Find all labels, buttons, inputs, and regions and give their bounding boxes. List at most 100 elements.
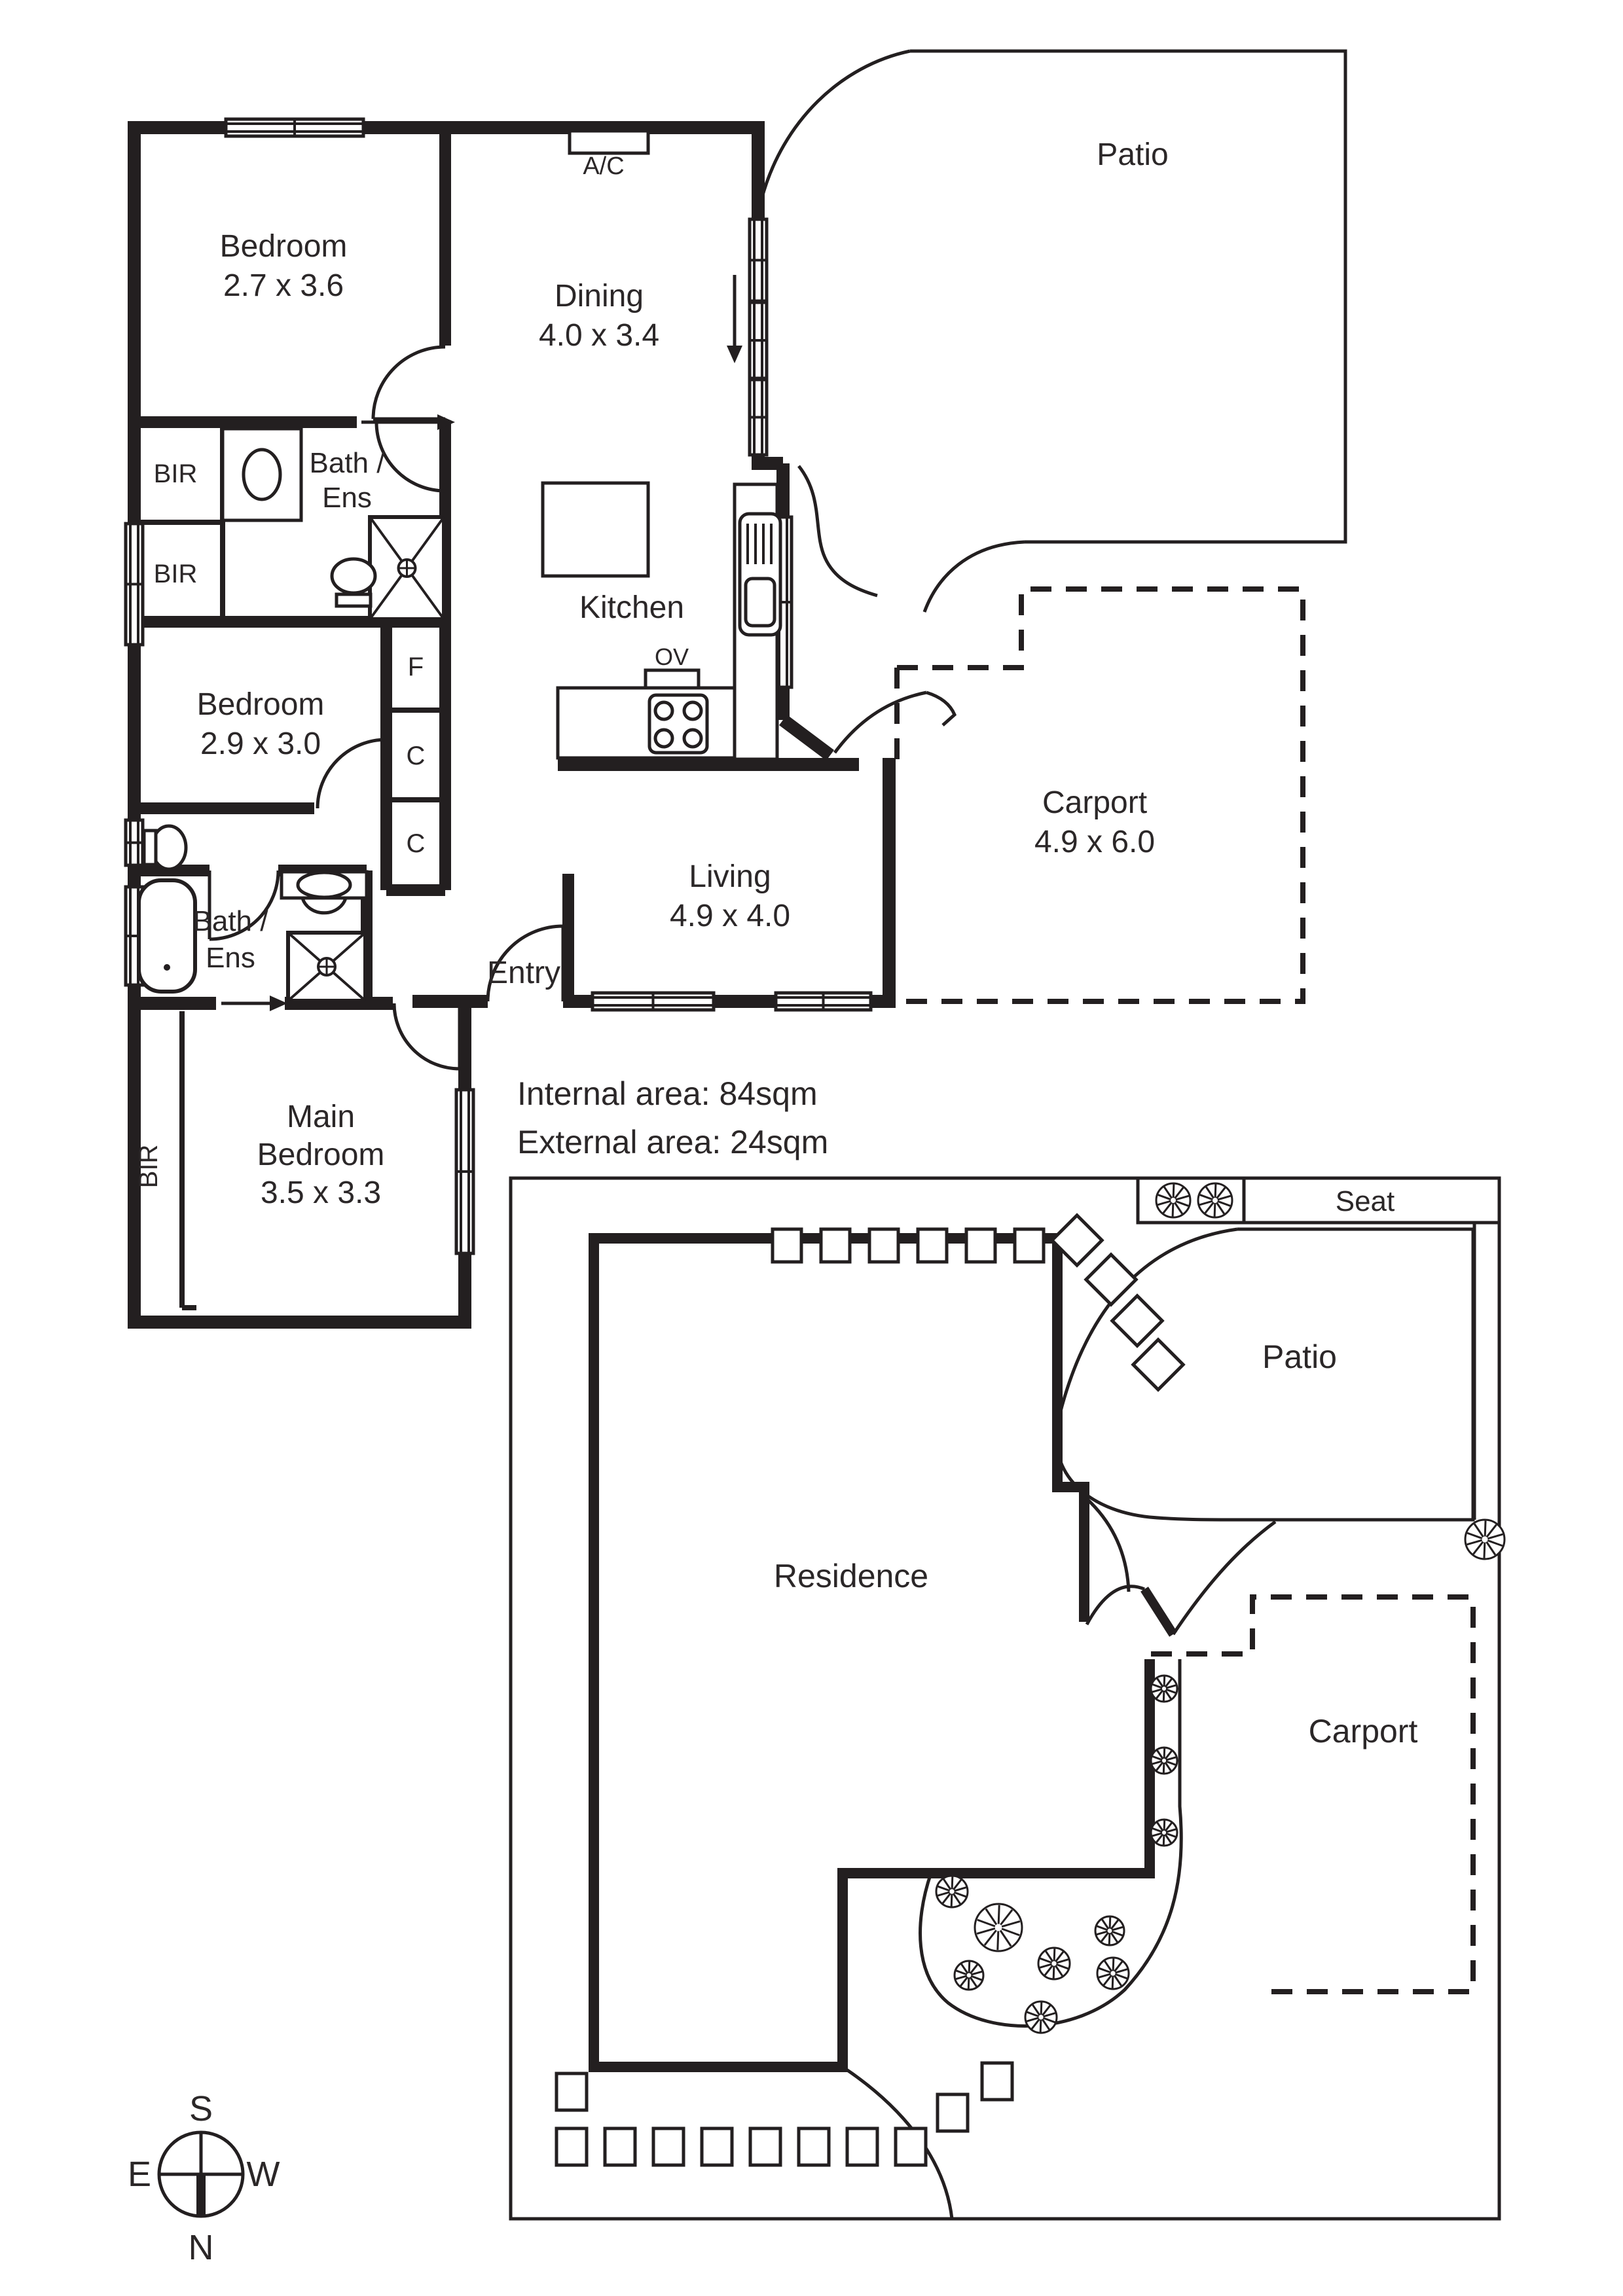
compass-west: W	[247, 2155, 280, 2194]
entry-arrow-icon	[437, 414, 455, 430]
tree-icon	[1162, 1762, 1165, 1774]
paver-icon	[1131, 1337, 1186, 1392]
tree-icon	[1165, 1832, 1176, 1838]
tree-icon	[1217, 1200, 1231, 1207]
tree-icon	[1055, 1963, 1068, 1970]
tree-icon	[1173, 1202, 1184, 1215]
paver-icon	[1084, 1252, 1139, 1307]
tree-icon	[1165, 1760, 1176, 1766]
paver-icon	[1049, 1213, 1104, 1268]
tree-icon	[1115, 1968, 1128, 1974]
tree-icon	[953, 1891, 966, 1898]
tree-icon	[1039, 1963, 1052, 1969]
carport-plan-dims: 4.9 x 6.0	[1034, 825, 1155, 859]
tree-icon	[1096, 1930, 1108, 1936]
external-area-text: External area: 24sqm	[517, 1124, 828, 1160]
tree-icon	[969, 1976, 977, 1988]
tree-icon	[1472, 1541, 1484, 1555]
tree-icon	[1096, 1956, 1130, 1990]
tree-icon	[1164, 1833, 1172, 1844]
bedroom2-dims: 2.9 x 3.0	[200, 726, 321, 761]
basin-icon	[301, 897, 348, 915]
tree-icon	[1174, 1187, 1184, 1199]
tree-icon	[1164, 1689, 1172, 1700]
toilet-tank	[142, 829, 158, 867]
tree-icon	[1487, 1539, 1503, 1547]
carport-plan-label: Carport	[1042, 785, 1147, 820]
tree-icon	[1150, 1674, 1178, 1703]
tree-icon	[1056, 1958, 1069, 1964]
tree-icon	[1155, 1182, 1192, 1219]
tree-icon	[1001, 1920, 1021, 1928]
tree-icon	[985, 1908, 998, 1926]
bath2-label1: Bath /	[193, 905, 269, 937]
tree-icon	[1156, 1821, 1164, 1832]
ac-unit-box	[568, 129, 650, 155]
paver-icon	[916, 1227, 949, 1264]
tree-icon	[1199, 1194, 1213, 1201]
compass-south: S	[189, 2089, 213, 2128]
tree-icon	[1156, 1689, 1164, 1699]
tree-icon	[1052, 1965, 1055, 1979]
tree-icon	[1042, 2005, 1051, 2017]
tree-icon	[1486, 1524, 1497, 1538]
tree-icon	[1164, 1750, 1173, 1760]
bir1-label: BIR	[154, 459, 198, 488]
tree-icon	[1163, 1748, 1166, 1759]
paver-icon	[555, 2072, 589, 2112]
paver-icon	[1110, 1293, 1165, 1348]
paver-icon	[771, 1227, 803, 1264]
tree-icon	[1096, 1925, 1108, 1931]
bathtub-icon	[137, 878, 197, 994]
room-labels: Bedroom 2.7 x 3.6 Dining 4.0 x 3.4 Patio…	[197, 137, 1169, 1210]
tree-icon	[1053, 1948, 1056, 1962]
internal-area-text: Internal area: 84sqm	[517, 1075, 818, 1112]
tree-icon	[1101, 1918, 1110, 1930]
bath2-label2: Ens	[206, 942, 255, 974]
sink-bowl	[744, 577, 776, 628]
tree-icon	[983, 1929, 997, 1946]
tree-icon	[1163, 1186, 1173, 1199]
tree-icon	[1156, 1677, 1164, 1688]
tree-icon	[1163, 1676, 1166, 1687]
bir3-label: BIR	[134, 1145, 163, 1189]
tree-icon	[1114, 1961, 1123, 1973]
tree-icon	[1152, 1683, 1163, 1689]
tree-icon	[1164, 1761, 1172, 1772]
tree-icon	[970, 1970, 983, 1976]
tree-icon	[1150, 1818, 1178, 1847]
entry-label: Entry	[487, 956, 560, 990]
tree-icon	[1110, 1919, 1120, 1930]
tree-icon	[1114, 1973, 1127, 1980]
tree-icon	[1172, 1184, 1175, 1198]
tree-icon	[951, 1876, 954, 1890]
tree-icon	[1162, 1834, 1165, 1846]
tree-icon	[1100, 1931, 1110, 1943]
tree-icon	[1484, 1520, 1487, 1537]
tree-icon	[1214, 1184, 1217, 1198]
site-paths	[843, 1498, 1277, 2219]
tree-icon	[1030, 2018, 1040, 2030]
dining-dims: 4.0 x 3.4	[539, 318, 659, 353]
main-bedroom-dims: 3.5 x 3.3	[261, 1175, 381, 1210]
toilet-icon	[330, 557, 377, 595]
fridge-label: F	[408, 653, 424, 681]
kitchen-counter	[556, 686, 739, 760]
area-text: Internal area: 84sqm External area: 24sq…	[517, 1075, 828, 1160]
residence-outline	[589, 1233, 1155, 2072]
tree-icon	[1037, 1946, 1071, 1981]
tree-icon	[1156, 1761, 1164, 1771]
tree-icon	[1175, 1194, 1190, 1201]
tree-icon	[1152, 1688, 1163, 1693]
bedroom1-label: Bedroom	[220, 229, 348, 264]
tree-icon	[1213, 1202, 1216, 1217]
tree-icon	[1055, 1951, 1065, 1963]
tree-icon	[997, 1905, 1000, 1924]
tree-icon	[954, 1886, 967, 1892]
tree-icon	[1099, 1967, 1112, 1974]
paver-icon	[700, 2126, 734, 2167]
patio-plan-label: Patio	[1097, 137, 1168, 172]
paver-icon	[980, 2061, 1014, 2102]
paver-icon	[936, 2092, 970, 2133]
tree-icon	[1165, 1828, 1176, 1833]
